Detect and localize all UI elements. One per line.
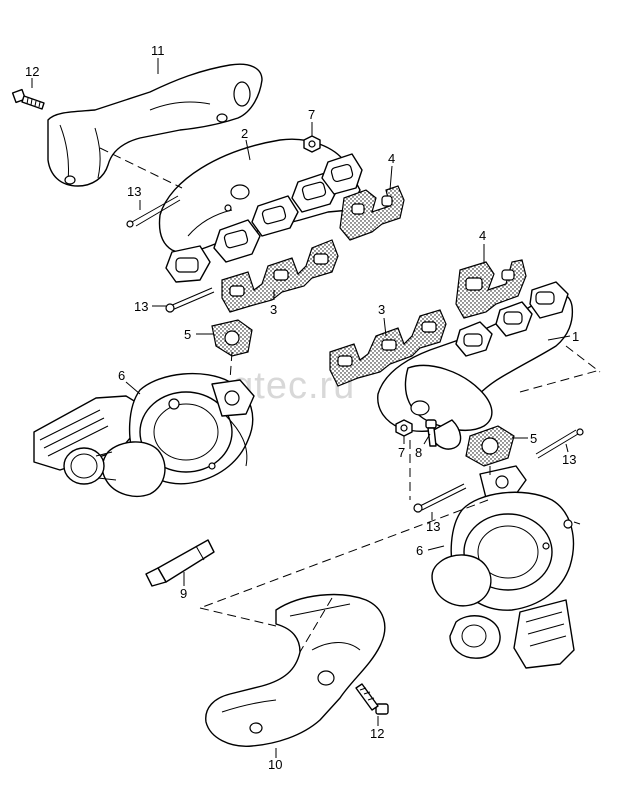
clip-13-right-lower bbox=[413, 483, 467, 513]
clip-13-left-upper bbox=[126, 195, 181, 228]
callout-7a-label: 7 bbox=[308, 107, 315, 122]
callout-6a: 6 bbox=[118, 368, 141, 395]
callout-13d-label: 13 bbox=[426, 519, 440, 534]
callout-2-label: 2 bbox=[241, 126, 248, 141]
callout-1-label: 1 bbox=[572, 329, 579, 344]
clip-13-right-upper bbox=[535, 428, 584, 459]
turbocharger-left bbox=[33, 372, 255, 498]
callout-3b: 3 bbox=[378, 302, 387, 337]
callout-6a-label: 6 bbox=[118, 368, 125, 383]
bolt-lower bbox=[355, 683, 389, 715]
callout-11: 11 bbox=[151, 43, 165, 74]
callout-6b-label: 6 bbox=[416, 543, 423, 558]
callout-10: 10 bbox=[268, 748, 282, 772]
callout-11-label: 11 bbox=[151, 43, 165, 58]
exhaust-manifold-left bbox=[158, 138, 363, 283]
gasket-3-right bbox=[329, 309, 447, 387]
callout-5a-label: 5 bbox=[184, 327, 191, 342]
gasket-4-upper bbox=[339, 185, 405, 241]
callout-4a: 4 bbox=[388, 151, 395, 191]
callout-4b-label: 4 bbox=[479, 228, 486, 243]
callout-7a: 7 bbox=[308, 107, 315, 136]
callout-4b: 4 bbox=[479, 228, 486, 264]
callout-12b-label: 12 bbox=[370, 726, 384, 741]
callout-13c-label: 13 bbox=[562, 452, 576, 467]
exhaust-manifold-right bbox=[377, 281, 574, 450]
callout-3b-label: 3 bbox=[378, 302, 385, 317]
callout-3a-label: 3 bbox=[270, 302, 277, 317]
callout-5b: 5 bbox=[512, 431, 537, 446]
callout-6b: 6 bbox=[416, 543, 445, 558]
callout-1: 1 bbox=[547, 329, 579, 344]
callout-10-label: 10 bbox=[268, 757, 282, 772]
callout-13a: 13 bbox=[127, 184, 141, 210]
heat-shield-upper bbox=[47, 63, 263, 187]
callout-9-label: 9 bbox=[180, 586, 187, 601]
callout-13a-label: 13 bbox=[127, 184, 141, 199]
gasket-5-left bbox=[211, 319, 253, 357]
gasket-5-right bbox=[465, 425, 515, 467]
callout-5a: 5 bbox=[184, 327, 214, 342]
stud-bolt-8 bbox=[425, 419, 437, 447]
gasket-3-left bbox=[221, 239, 339, 313]
callout-13d: 13 bbox=[426, 512, 440, 534]
callout-7b: 7 bbox=[398, 436, 405, 460]
nut-right bbox=[395, 419, 413, 437]
callout-8-label: 8 bbox=[415, 445, 422, 460]
callout-12a: 12 bbox=[25, 64, 39, 88]
sealant-tube bbox=[145, 539, 215, 587]
callout-5b-label: 5 bbox=[530, 431, 537, 446]
callout-2: 2 bbox=[241, 126, 251, 161]
gasket-4-right bbox=[455, 259, 527, 319]
callout-8: 8 bbox=[415, 433, 431, 460]
heat-shield-lower bbox=[205, 593, 386, 747]
callout-13b: 13 bbox=[134, 299, 166, 314]
callout-3a: 3 bbox=[270, 290, 277, 317]
assembly-lines bbox=[99, 147, 601, 653]
callout-4a-label: 4 bbox=[388, 151, 395, 166]
callout-9: 9 bbox=[180, 572, 187, 601]
clip-13-left-lower bbox=[165, 287, 215, 313]
bolt-upper bbox=[11, 88, 45, 110]
callout-12a-label: 12 bbox=[25, 64, 39, 79]
turbocharger-right bbox=[431, 465, 581, 669]
callout-13b-label: 13 bbox=[134, 299, 148, 314]
nut-upper bbox=[303, 135, 321, 153]
callout-7b-label: 7 bbox=[398, 445, 405, 460]
callout-13c: 13 bbox=[562, 443, 576, 467]
callout-12b: 12 bbox=[370, 716, 384, 741]
